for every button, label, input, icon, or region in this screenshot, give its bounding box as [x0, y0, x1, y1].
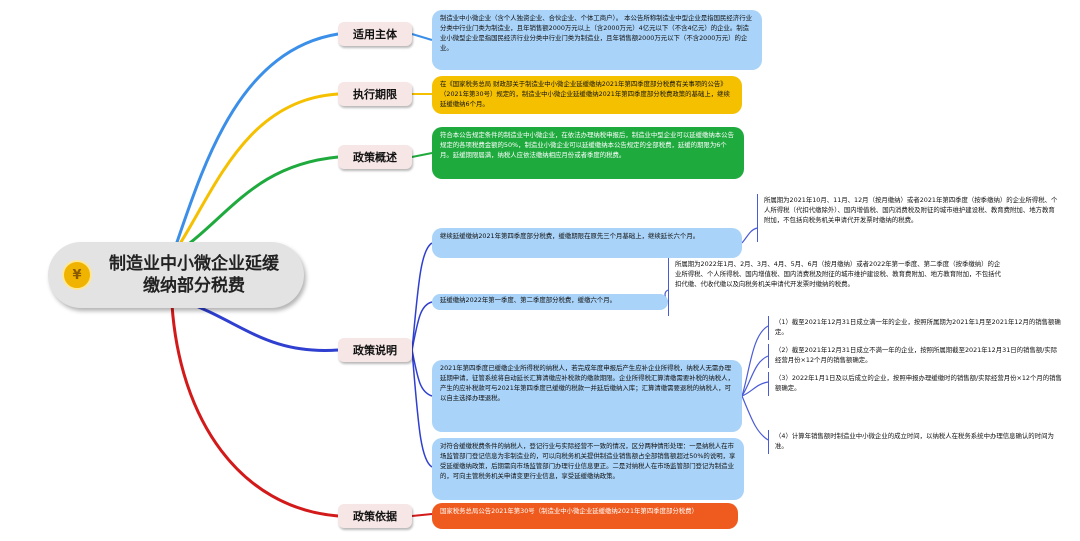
subject-note: 制造业中小微企业（含个人独资企业、合伙企业、个体工商户）。 本公告所称制造业中型… — [432, 10, 762, 70]
branch-curve-overview — [177, 155, 339, 254]
root-title-line2: 缴纳部分税费 — [143, 276, 245, 296]
branch-curve-period — [174, 92, 339, 251]
yen-coin-icon: ¥ — [62, 260, 92, 290]
branch-overview[interactable]: 政策概述 — [338, 145, 412, 169]
branch-period[interactable]: 执行期限 — [338, 82, 412, 106]
explanation-item-3-detail-4: （4）计算年销售额时制造业中小微企业的成立时间，以纳税人在税务系统中办理信息确认… — [768, 430, 1068, 454]
explanation-item-2-detail: 所属期为2022年1月、2月、3月、4月、5月、6月（按月缴纳）或者2022年第… — [668, 258, 1008, 316]
period-note: 在《国家税务总局 财政部关于制造业中小微企业延缓缴纳2021年第四季度部分税费有… — [432, 76, 742, 114]
basis-note: 国家税务总局公告2021年第30号（制造业中小微企业延缓缴纳2021年第四季度部… — [432, 503, 738, 529]
explanation-item-1-detail: 所属期为2021年10月、11月、12月（按月缴纳）或者2021年第四季度（按季… — [757, 194, 1067, 242]
explanation-item-3-detail-1: （1）截至2021年12月31日成立满一年的企业，按照所属期为2021年1月至2… — [768, 316, 1068, 340]
branch-explanation[interactable]: 政策说明 — [338, 338, 412, 362]
explanation-item-2: 延缓缴纳2022年第一季度、第二季度部分税费，缓缴六个月。 — [432, 294, 668, 310]
explanation-item-4: 对符合缓缴税费条件的纳税人，登记行业与实际经营不一致的情况，区分两种情形处理：一… — [432, 438, 744, 500]
explanation-item-3-detail-3: （3）2022年1月1日及以后成立的企业，按照申报办理缓缴时的销售额/实际经营月… — [768, 372, 1068, 396]
explanation-item-3: 2021年第四季度已缓缴企业所得税的纳税人，若完成年度申报后产生应补企业所得税，… — [432, 360, 742, 432]
branch-subject[interactable]: 适用主体 — [338, 22, 412, 46]
root-title-line1: 制造业中小微企业延缓 — [109, 253, 279, 274]
root-title: 制造业中小微企业延缓 缴纳部分税费 — [92, 253, 304, 297]
root-topic[interactable]: ¥ 制造业中小微企业延缓 缴纳部分税费 — [48, 242, 304, 308]
explanation-item-3-detail-2: （2）截至2021年12月31日成立不满一年的企业，按照所属期截至2021年12… — [768, 344, 1068, 368]
explanation-item-1: 继续延缓缴纳2021年第四季度部分税费，缓缴期限在原先三个月基础上，继续延长六个… — [432, 228, 742, 258]
overview-note: 符合本公告规定条件的制造业中小微企业，在依法办理纳税申报后，制造业中型企业可以延… — [432, 127, 744, 179]
branch-curve-subject — [173, 32, 339, 249]
branch-curve-basis — [170, 304, 339, 518]
branch-basis[interactable]: 政策依据 — [338, 504, 412, 528]
